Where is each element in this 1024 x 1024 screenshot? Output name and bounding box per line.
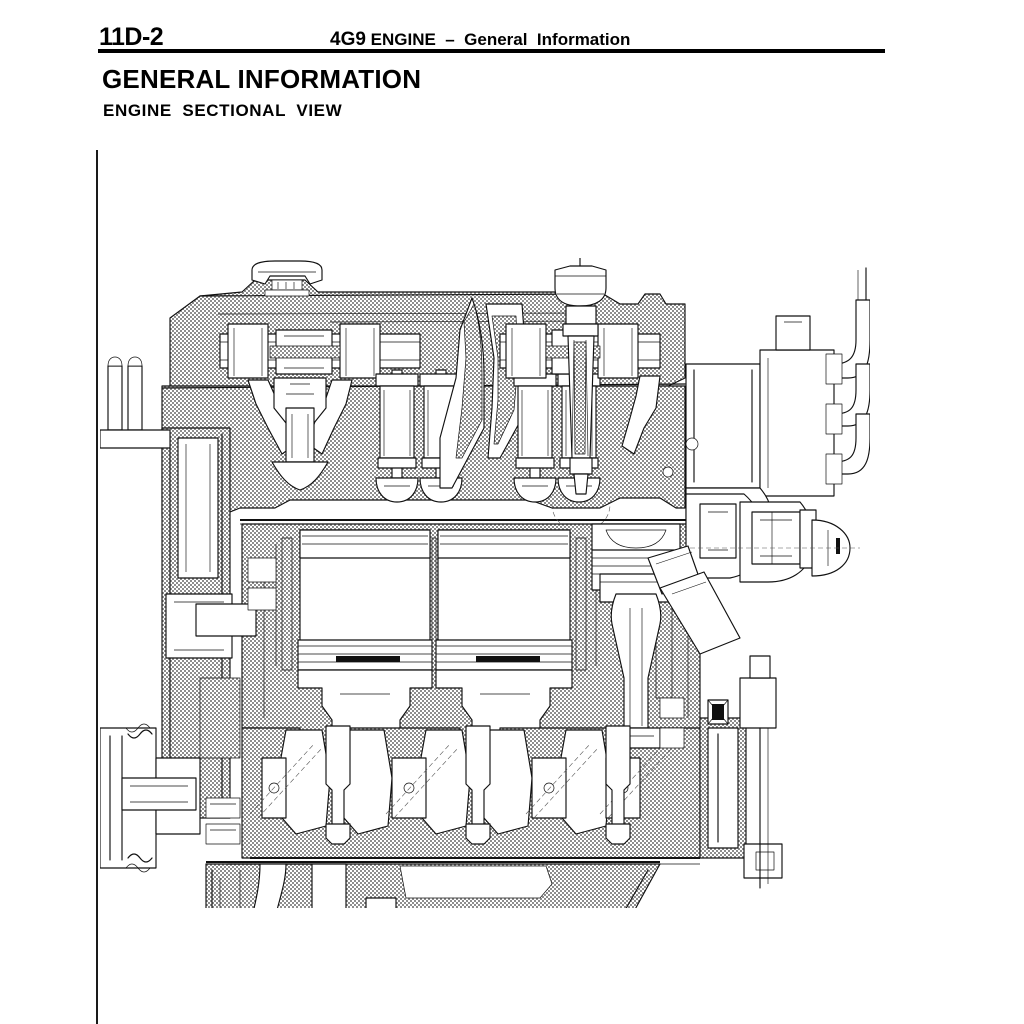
section-title: GENERAL INFORMATION <box>102 64 422 94</box>
page-folio: 11D-2 <box>99 23 164 51</box>
engine-cutaway-svg <box>100 258 870 908</box>
flywheel-and-rear-plate <box>699 655 783 889</box>
subsection-title: ENGINE SECTIONAL VIEW <box>103 101 343 120</box>
block-fasteners <box>205 437 699 845</box>
header-rule <box>98 49 885 53</box>
page-header: 11D-2 4G9 ENGINE – General Information <box>0 0 1024 56</box>
header-title: 4G9 ENGINE – General Information <box>330 30 630 49</box>
water-pump-thermostat <box>647 493 860 655</box>
crankcase-and-crankshaft <box>241 725 701 865</box>
oil-pan <box>205 861 661 908</box>
camshaft-intake <box>219 323 421 379</box>
piston-assembly-2 <box>435 529 573 739</box>
oil-filler-cap <box>251 260 323 297</box>
engine-sectional-view-figure <box>100 258 870 908</box>
piston-assembly-1 <box>297 529 433 739</box>
rocker-arm-assembly-left <box>247 377 353 491</box>
header-title-rest: ENGINE – General Information <box>365 30 631 49</box>
header-engine-model: 4G9 <box>330 29 366 50</box>
left-margin-rule <box>96 150 98 1024</box>
spark-plug <box>551 258 611 531</box>
timing-drive-assembly <box>100 356 257 873</box>
